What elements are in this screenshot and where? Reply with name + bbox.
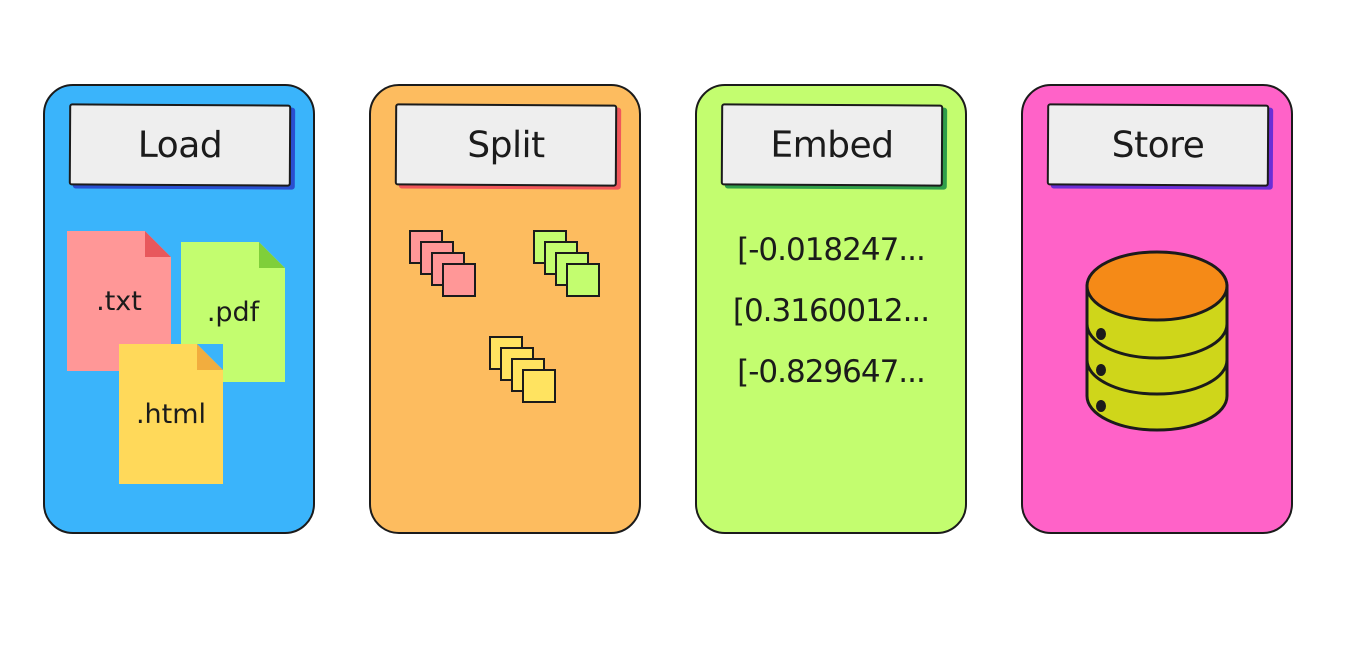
embed-label: Embed — [770, 124, 894, 166]
page-fold-icon — [197, 344, 223, 370]
load-card: Load .txt .pdf .html — [43, 84, 315, 534]
pdf-document-icon: .pdf — [181, 242, 285, 382]
html-document-label: .html — [135, 398, 207, 430]
page-fold-icon — [145, 231, 171, 257]
embedding-vector: [-0.018247... — [737, 232, 926, 268]
store-card: Store — [1021, 84, 1293, 534]
chunk-square — [442, 263, 476, 297]
chunk-square — [566, 263, 600, 297]
store-label: Store — [1111, 124, 1205, 166]
split-card: Split — [369, 84, 641, 534]
html-document-icon: .html — [119, 344, 223, 484]
split-label: Split — [467, 124, 545, 166]
database-icon — [1085, 250, 1229, 432]
load-label: Load — [137, 124, 223, 166]
split-label-box: Split — [394, 103, 618, 187]
txt-document-label: .txt — [96, 285, 142, 317]
embed-label-box: Embed — [720, 103, 944, 187]
chunk-square — [522, 369, 556, 403]
store-label-box: Store — [1046, 103, 1270, 187]
embedding-vector: [0.3160012... — [732, 293, 930, 329]
load-label-box: Load — [68, 103, 292, 187]
embedding-vector: [-0.829647... — [737, 354, 926, 390]
page-fold-icon — [259, 242, 285, 268]
pdf-document-label: .pdf — [206, 296, 260, 328]
embed-card: Embed [-0.018247... [0.3160012... [-0.82… — [695, 84, 967, 534]
